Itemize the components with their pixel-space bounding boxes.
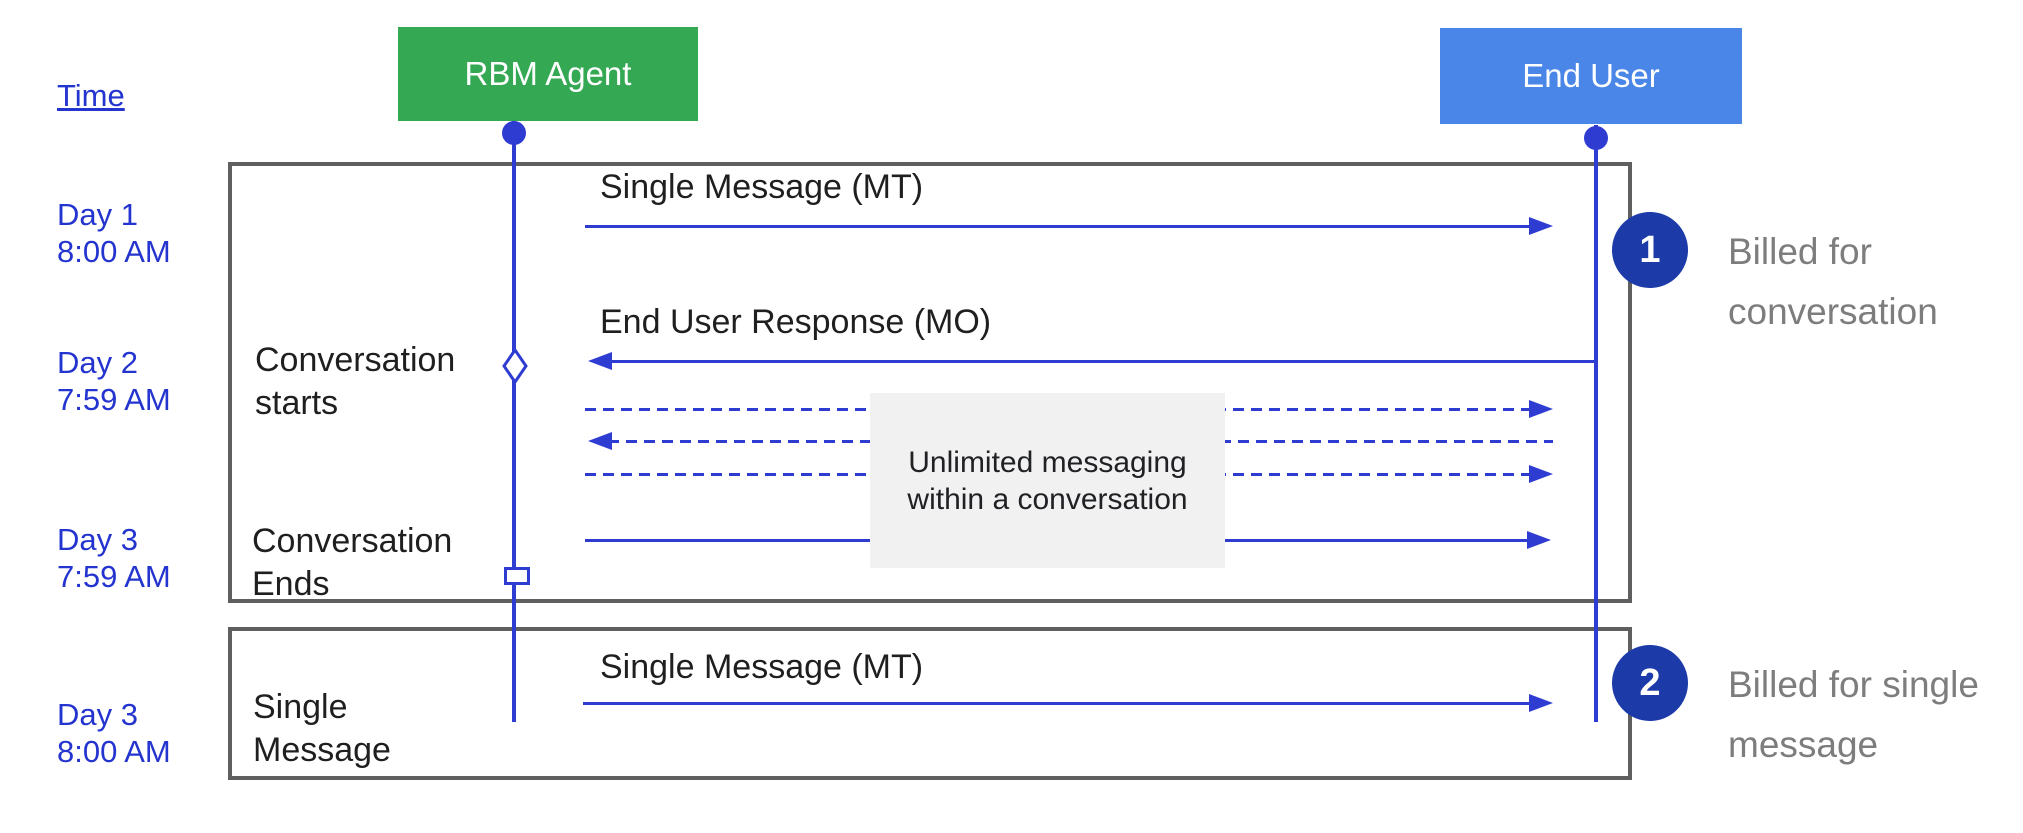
timeline-day: Day 3 <box>57 522 138 557</box>
note-unlimited-messaging: Unlimited messaging within a conversatio… <box>870 393 1225 568</box>
event-label-line: Conversation <box>255 341 456 379</box>
event-label-line: Single <box>253 688 348 726</box>
billing-note-conversation: Billed for conversation <box>1728 222 1938 342</box>
billing-note-line: Billed for <box>1728 231 1872 272</box>
timeline-entry-day3-800: Day 3 8:00 AM <box>57 696 171 770</box>
message-label-end-user-response-mo: End User Response (MO) <box>600 303 992 341</box>
billing-note-line: message <box>1728 724 1879 765</box>
event-label-line: Ends <box>252 565 330 603</box>
message-arrow-end-user-response-mo <box>588 352 1596 370</box>
event-label-line: Message <box>253 731 391 769</box>
billing-badge-1: 1 <box>1612 212 1688 288</box>
actor-rbm-agent-label: RBM Agent <box>464 55 632 92</box>
end-user-lifeline <box>1594 125 1598 722</box>
timeline-entry-day1: Day 1 8:00 AM <box>57 196 171 270</box>
note-line: Unlimited messaging <box>908 445 1187 479</box>
arrowhead-left-icon <box>588 432 612 450</box>
arrow-line <box>585 225 1533 228</box>
time-axis-label: Time <box>57 78 125 113</box>
conversation-end-square-icon <box>504 567 530 585</box>
timeline-day: Day 1 <box>57 197 138 232</box>
badge-number: 1 <box>1639 228 1661 271</box>
end-user-lifeline-anchor-dot-icon <box>1584 126 1608 150</box>
rbm-lifeline-anchor-dot-icon <box>502 121 526 145</box>
conversation-section-box <box>228 162 1632 603</box>
conversation-start-diamond-icon <box>502 347 528 385</box>
timeline-entry-day3-759: Day 3 7:59 AM <box>57 521 171 595</box>
message-label-single-message-mt-2: Single Message (MT) <box>600 648 924 686</box>
timeline-time: 7:59 AM <box>57 382 171 417</box>
actor-box-rbm-agent: RBM Agent <box>398 27 698 121</box>
badge-number: 2 <box>1639 661 1661 704</box>
rbm-agent-lifeline <box>512 121 516 722</box>
arrowhead-left-icon <box>588 352 612 370</box>
arrowhead-right-icon <box>1529 400 1553 418</box>
event-label-line: starts <box>255 384 339 422</box>
arrowhead-right-icon <box>1527 531 1551 549</box>
event-label-single-message: Single Message <box>253 686 391 772</box>
event-label-line: Conversation <box>252 522 453 560</box>
timeline-time: 7:59 AM <box>57 559 171 594</box>
billing-badge-2: 2 <box>1612 645 1688 721</box>
timeline-entry-day2: Day 2 7:59 AM <box>57 344 171 418</box>
timeline-time: 8:00 AM <box>57 234 171 269</box>
event-label-conversation-starts: Conversation starts <box>255 339 455 425</box>
arrow-line <box>608 360 1596 363</box>
billing-note-line: conversation <box>1728 291 1938 332</box>
actor-box-end-user: End User <box>1440 28 1742 124</box>
note-line: within a conversation <box>907 482 1188 516</box>
arrowhead-right-icon <box>1529 465 1553 483</box>
billing-note-single-message: Billed for single message <box>1728 655 1979 775</box>
message-label-single-message-mt-1: Single Message (MT) <box>600 168 924 206</box>
arrowhead-right-icon <box>1529 694 1553 712</box>
actor-end-user-label: End User <box>1522 57 1660 94</box>
timeline-day: Day 3 <box>57 697 138 732</box>
timeline-day: Day 2 <box>57 345 138 380</box>
billing-note-line: Billed for single <box>1728 664 1979 705</box>
message-arrow-single-message-mt-2 <box>583 694 1553 712</box>
arrow-line <box>583 702 1533 705</box>
arrowhead-right-icon <box>1529 217 1553 235</box>
event-label-conversation-ends: Conversation Ends <box>252 520 452 606</box>
message-arrow-single-message-mt-1 <box>585 217 1553 235</box>
timeline-time: 8:00 AM <box>57 734 171 769</box>
